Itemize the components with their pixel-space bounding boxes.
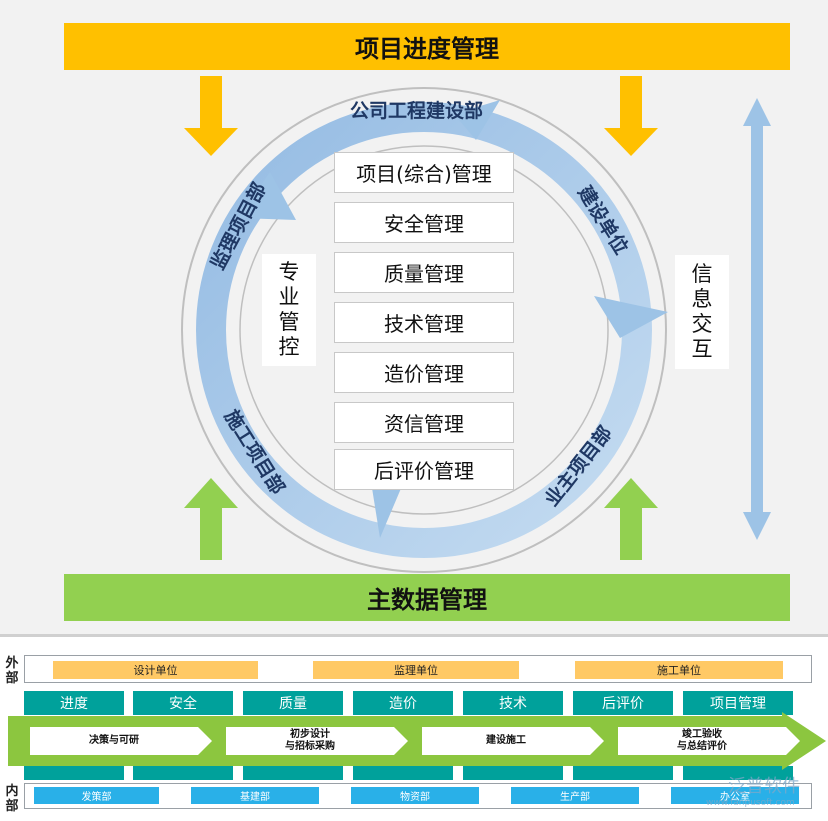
module-stub — [353, 766, 453, 780]
box-post-evaluation-management: 后评价管理 — [334, 449, 514, 490]
department: 物资部 — [351, 787, 479, 804]
side-right-char: 息 — [691, 287, 713, 311]
ring-label-top: 公司工程建设部 — [350, 100, 484, 122]
module-stub — [463, 766, 563, 780]
professional-control-box: 专 业 管 控 — [262, 254, 316, 366]
watermark-logo: 泛普软件 — [728, 776, 800, 797]
module-tab: 后评价 — [573, 691, 673, 715]
cycle-arrowhead-left — [238, 172, 296, 220]
ring-diagram — [181, 76, 771, 573]
external-label: 外部 — [5, 656, 19, 686]
module-tab: 项目管理 — [683, 691, 793, 715]
module-tab: 进度 — [24, 691, 124, 715]
department: 发策部 — [34, 787, 159, 804]
stage-chevron — [618, 727, 800, 755]
stage-label: 决策与可研 — [89, 735, 139, 746]
up-arrow-icon — [184, 478, 238, 560]
module-tab: 造价 — [353, 691, 453, 715]
module-stub — [133, 766, 233, 780]
stage-label: 初步设计与招标采购 — [285, 729, 335, 752]
side-right-char: 互 — [691, 337, 713, 361]
box-technical-management: 技术管理 — [334, 302, 514, 343]
cycle-arrowhead-top — [454, 100, 500, 140]
box-quality-management: 质量管理 — [334, 252, 514, 293]
cycle-ring — [196, 102, 652, 558]
external-unit: 设计单位 — [53, 661, 258, 679]
outer-ring-circle — [181, 87, 667, 573]
cycle-arrowhead-right — [594, 296, 668, 338]
module-stub — [683, 766, 793, 780]
side-right-char: 信 — [691, 262, 713, 286]
down-arrow-icon — [184, 76, 238, 156]
stage-label: 竣工验收与总结评价 — [677, 729, 727, 752]
module-tab: 技术 — [463, 691, 563, 715]
master-data-management-bar: 主数据管理 — [64, 574, 790, 621]
progress-management-bar: 项目进度管理 — [64, 23, 790, 70]
department: 基建部 — [191, 787, 319, 804]
stage-chevron — [226, 727, 408, 755]
inner-ring-circle — [239, 145, 609, 515]
up-arrow-icon — [604, 478, 658, 560]
down-arrow-icon — [604, 76, 658, 156]
process-arrow-icon — [8, 712, 826, 770]
side-right-char: 交 — [691, 312, 713, 336]
department: 生产部 — [511, 787, 639, 804]
box-credit-management: 资信管理 — [334, 402, 514, 443]
side-left-char: 专 — [278, 260, 300, 284]
module-tab: 质量 — [243, 691, 343, 715]
box-project-management: 项目(综合)管理 — [334, 152, 514, 193]
information-exchange-box: 信 息 交 互 — [675, 255, 729, 369]
box-safety-management: 安全管理 — [334, 202, 514, 243]
process-band — [8, 712, 826, 770]
side-left-char: 管 — [278, 310, 300, 334]
divider — [0, 634, 828, 637]
external-unit: 监理单位 — [313, 661, 519, 679]
stage-label: 建设施工 — [486, 735, 526, 746]
box-cost-management: 造价管理 — [334, 352, 514, 393]
module-tab: 安全 — [133, 691, 233, 715]
stage-chevron — [30, 727, 212, 755]
external-unit: 施工单位 — [575, 661, 783, 679]
side-left-char: 控 — [278, 335, 300, 359]
watermark-url: www.fanpusoft.com — [706, 798, 795, 808]
department: 办公室 — [671, 787, 799, 804]
internal-label: 内部 — [5, 784, 19, 814]
module-stub — [243, 766, 343, 780]
module-stub — [24, 766, 124, 780]
stage-chevron — [422, 727, 604, 755]
side-left-char: 业 — [278, 285, 300, 309]
cycle-arrowhead-bottom — [372, 486, 402, 538]
module-stub — [573, 766, 673, 780]
double-arrow-icon — [743, 98, 771, 540]
